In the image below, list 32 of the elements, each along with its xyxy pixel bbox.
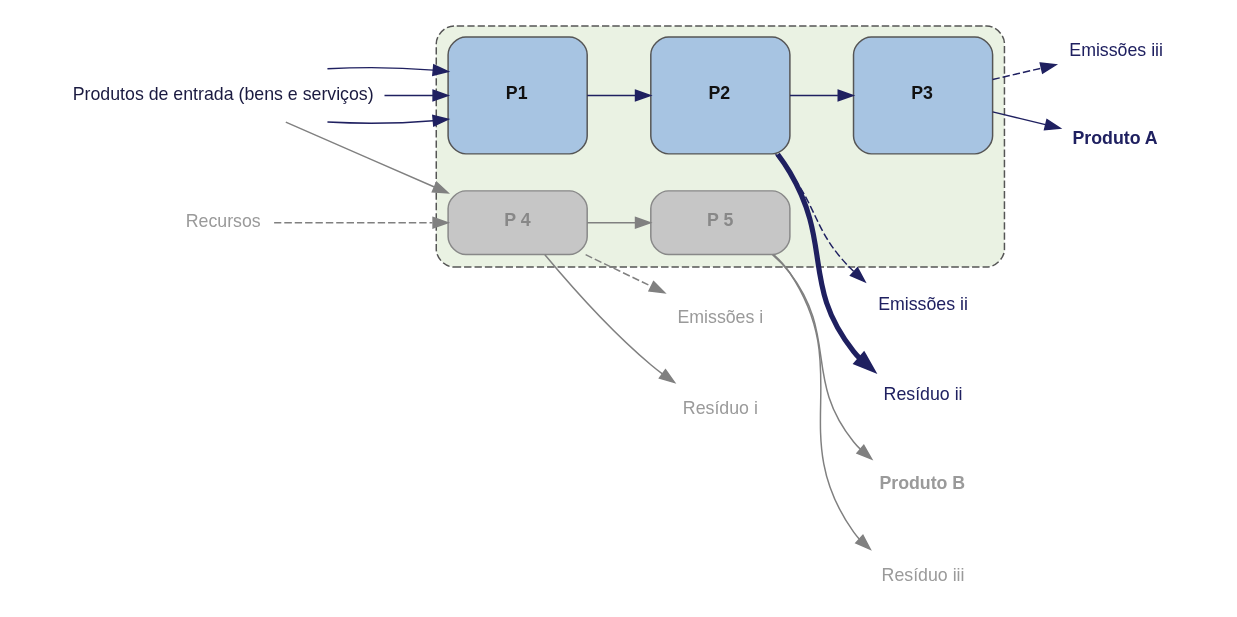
node-text: Resíduo i <box>682 397 758 418</box>
node-text: Emissões i <box>676 307 763 328</box>
arrow <box>584 253 667 294</box>
arrow <box>771 254 873 461</box>
node-text: Emissões ii <box>877 294 968 315</box>
arrow <box>772 254 872 551</box>
arrow <box>284 121 450 194</box>
arrow <box>775 152 877 374</box>
node-text: Produtos de entrada (bens e serviços) <box>72 84 374 105</box>
arrow <box>326 63 450 77</box>
arrow <box>326 114 450 127</box>
node-box: P 5 <box>649 190 791 256</box>
arrow <box>991 62 1058 81</box>
arrow <box>383 89 450 102</box>
node-text: Recursos <box>185 211 261 232</box>
arrow <box>543 254 676 384</box>
node-text: Produto B <box>878 473 965 494</box>
cluster <box>435 25 1005 268</box>
node-text: Emissões iii <box>1068 39 1163 60</box>
arrow <box>991 111 1062 131</box>
node-text: Produto A <box>1072 128 1158 149</box>
arrow <box>586 89 653 102</box>
node-box: P1 <box>446 36 588 155</box>
node-box: P2 <box>649 36 791 155</box>
node-box: P3 <box>852 36 993 155</box>
arrow <box>586 216 653 229</box>
arrow <box>774 153 867 284</box>
node-text: Resíduo ii <box>883 384 963 405</box>
arrow <box>272 216 450 229</box>
arrow <box>788 89 855 102</box>
node-text: Resíduo iii <box>881 564 964 585</box>
node-box: P 4 <box>446 190 588 256</box>
